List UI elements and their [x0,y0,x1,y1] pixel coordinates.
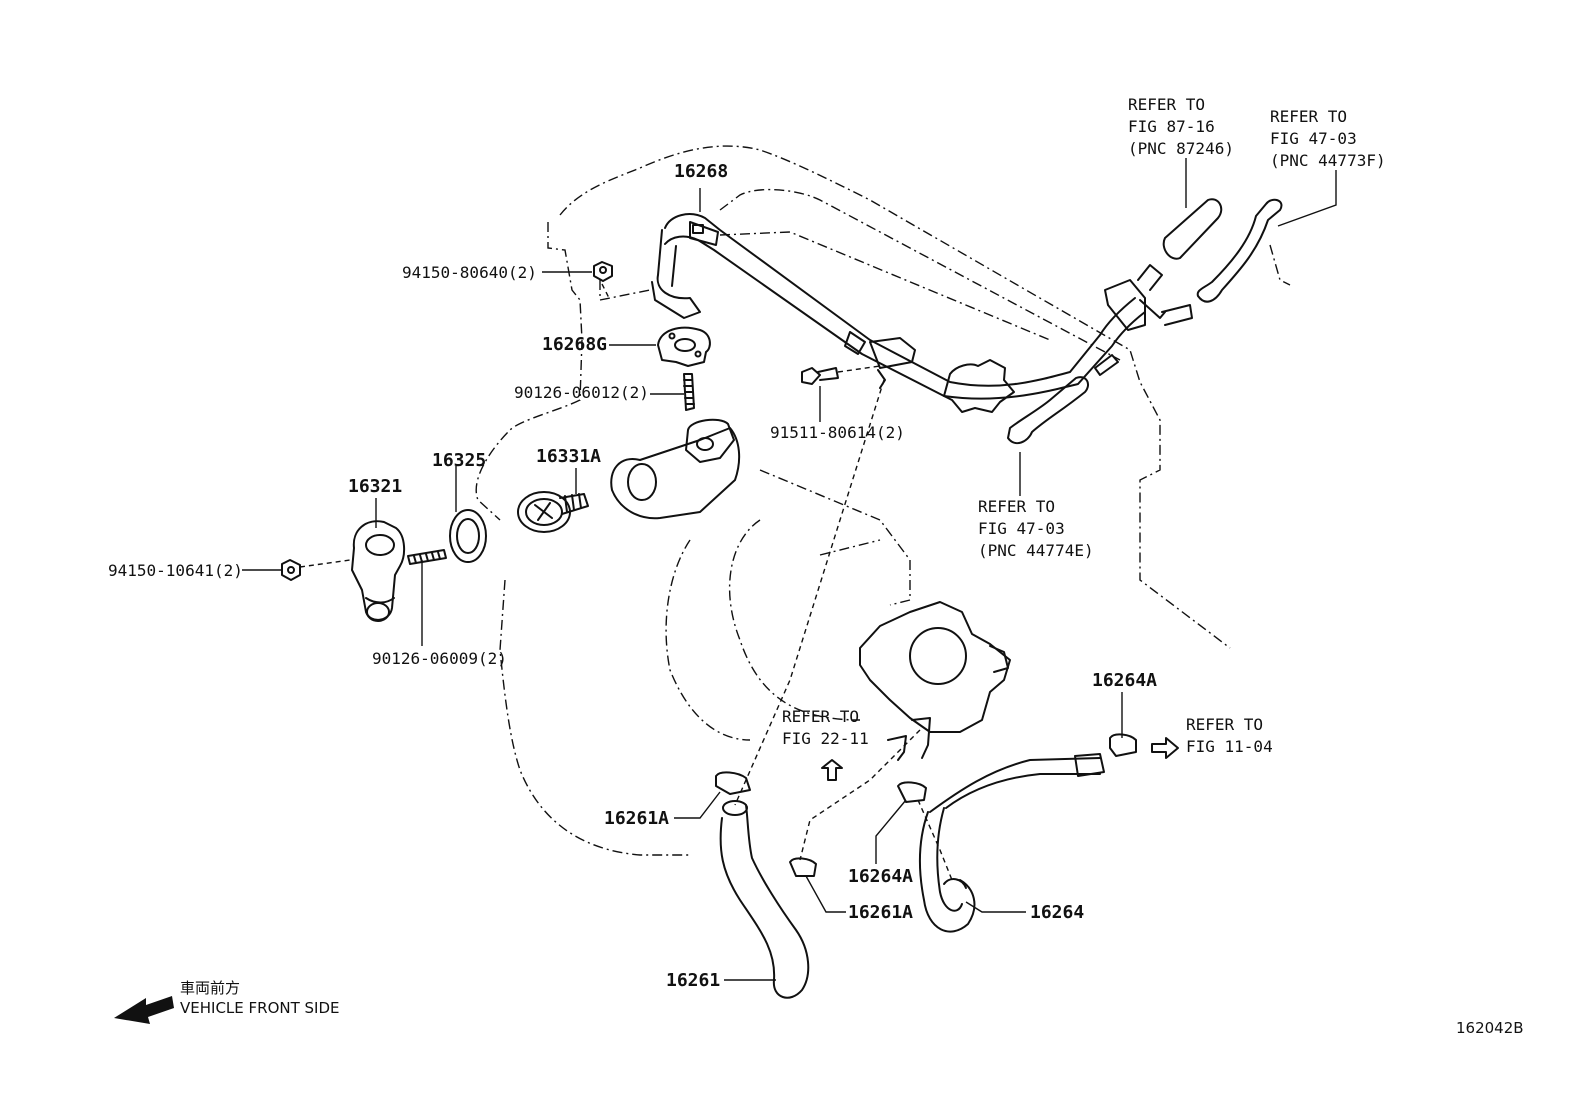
water-outlet-block [610,418,741,520]
label-94150-10641[interactable]: 94150-10641(2) [108,561,243,580]
svg-text:(PNC 87246): (PNC 87246) [1128,139,1234,158]
water-bypass-pipe [651,213,1193,400]
throttle-body [859,601,1011,761]
front-note-jp: 車両前方 [180,979,240,997]
label-16261[interactable]: 16261 [666,970,720,991]
label-16261A-mid[interactable]: 16261A [848,902,913,923]
thermostat-16331A [517,491,589,533]
svg-text:REFER TO: REFER TO [1128,95,1205,114]
upper-hoses [1007,198,1283,445]
label-16268[interactable]: 16268 [674,161,728,182]
label-94150-80640[interactable]: 94150-80640(2) [402,263,537,282]
vehicle-front-arrow-icon [114,996,174,1024]
label-16261A-left[interactable]: 16261A [604,808,669,829]
gasket-16268G [657,326,711,367]
ref-arrows [821,737,1179,781]
label-16264A-mid[interactable]: 16264A [848,866,913,887]
refer-note-fig-47-03-top[interactable]: REFER TO FIG 47-03 (PNC 44773F) [1270,107,1386,170]
label-16331A[interactable]: 16331A [536,446,601,467]
svg-text:FIG 11-04: FIG 11-04 [1186,737,1273,756]
svg-text:REFER TO: REFER TO [1186,715,1263,734]
leader-lines [242,158,1337,981]
label-16321[interactable]: 16321 [348,476,402,497]
front-note-en: VEHICLE FRONT SIDE [180,999,340,1017]
label-91511-80614[interactable]: 91511-80614(2) [770,423,905,442]
hose-16264 [918,753,1105,933]
assembly-lines [299,283,953,881]
svg-text:(PNC 44774E): (PNC 44774E) [978,541,1094,560]
label-16264[interactable]: 16264 [1030,902,1084,923]
refer-note-fig-22-11[interactable]: REFER TO FIG 22-11 [782,707,869,748]
gasket-16325 [449,509,487,563]
nut-94150-10641 [281,559,301,581]
water-inlet-16321 [351,520,406,622]
cap [943,359,1015,413]
refer-note-fig-87-16[interactable]: REFER TO FIG 87-16 (PNC 87246) [1128,95,1234,158]
part-labels: 16268 94150-80640(2) 16268G 90126-06012(… [108,161,1157,991]
label-90126-06009[interactable]: 90126-06009(2) [372,649,507,668]
clamps [715,733,1137,877]
figure-id: 162042B [1456,1019,1524,1037]
hose-16261 [719,800,810,999]
label-16264A-top[interactable]: 16264A [1092,670,1157,691]
label-16325[interactable]: 16325 [432,450,486,471]
svg-text:REFER TO: REFER TO [1270,107,1347,126]
refer-notes: REFER TO FIG 87-16 (PNC 87246) REFER TO … [782,95,1386,756]
svg-text:REFER TO: REFER TO [978,497,1055,516]
nut-94150-80640 [593,261,613,282]
stud-90126-06009 [407,549,447,565]
label-16268G[interactable]: 16268G [542,334,607,355]
svg-text:REFER TO: REFER TO [782,707,859,726]
bolt-91511-80614 [801,367,839,385]
label-90126-06012[interactable]: 90126-06012(2) [514,383,649,402]
refer-note-fig-47-03-mid[interactable]: REFER TO FIG 47-03 (PNC 44774E) [978,497,1094,560]
stud-90126-06012 [683,373,695,411]
svg-text:(PNC 44773F): (PNC 44773F) [1270,151,1386,170]
vehicle-front-note: 車両前方 VEHICLE FRONT SIDE [180,979,340,1017]
svg-text:FIG 47-03: FIG 47-03 [1270,129,1357,148]
svg-text:FIG 47-03: FIG 47-03 [978,519,1065,538]
svg-text:FIG 22-11: FIG 22-11 [782,729,869,748]
svg-text:FIG 87-16: FIG 87-16 [1128,117,1215,136]
engine-outline [475,145,1291,856]
refer-note-fig-11-04[interactable]: REFER TO FIG 11-04 [1186,715,1273,756]
